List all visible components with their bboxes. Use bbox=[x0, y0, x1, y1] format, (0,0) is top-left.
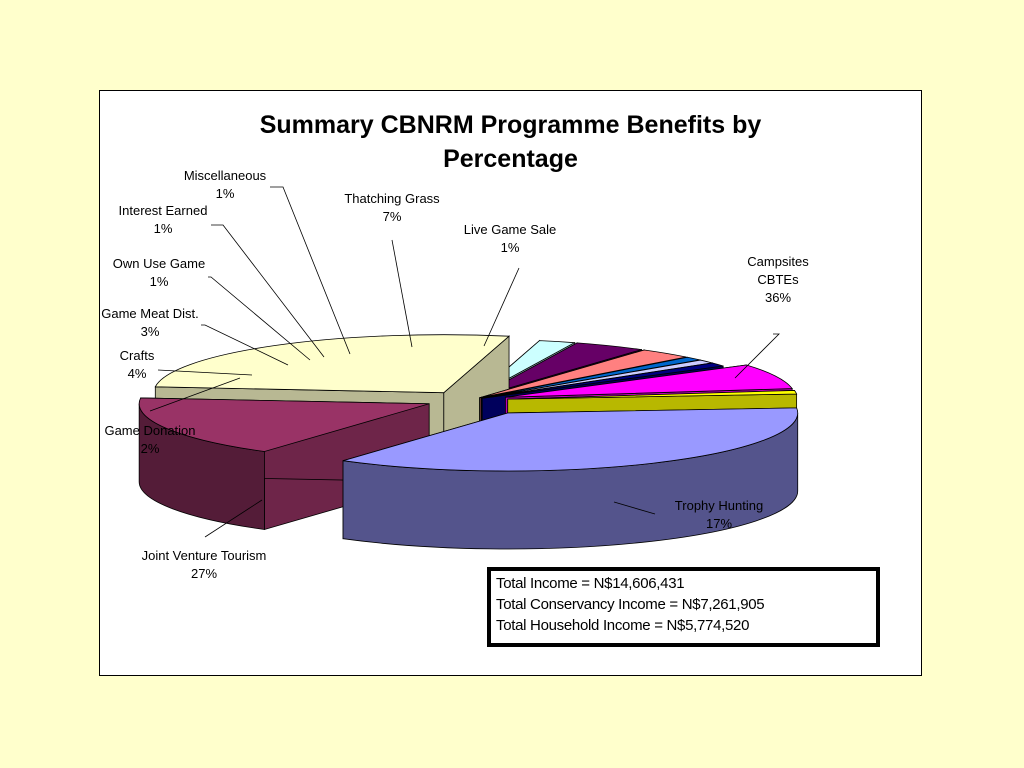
income-summary-box: Total Income = N$14,606,431 Total Conser… bbox=[487, 567, 880, 647]
slice-percent-label: 36% bbox=[765, 290, 791, 305]
slice-category-label: Joint Venture Tourism bbox=[142, 548, 267, 563]
slice-percent-label: 27% bbox=[191, 566, 217, 581]
slice-category-label: Interest Earned bbox=[119, 203, 208, 218]
pie-slice-top bbox=[476, 342, 642, 398]
chart-title-line-1: Summary CBNRM Programme Benefits by bbox=[259, 111, 762, 139]
slice-category-label: Game Donation bbox=[104, 423, 195, 438]
pie-slice-top bbox=[482, 362, 724, 399]
slice-percent-label: 1% bbox=[216, 186, 235, 201]
slice-percent-label: 1% bbox=[150, 274, 169, 289]
slice-percent-label: 7% bbox=[383, 209, 402, 224]
conservancy-income-text: Total Conservancy Income = N$7,261,905 bbox=[496, 596, 765, 613]
leader-line bbox=[204, 499, 263, 538]
slice-category-label: Trophy Hunting bbox=[675, 498, 763, 513]
leader-line bbox=[483, 267, 520, 347]
leader-line bbox=[211, 224, 325, 358]
slice-category-label: Own Use Game bbox=[113, 256, 205, 271]
pie-slice-top bbox=[138, 397, 430, 452]
household-income-text: Total Household Income = N$5,774,520 bbox=[496, 617, 750, 634]
leader-line bbox=[391, 239, 413, 348]
slice-percent-label: 1% bbox=[501, 240, 520, 255]
slice-category-label: Game Meat Dist. bbox=[101, 306, 199, 321]
pie-slice-0 bbox=[342, 407, 799, 550]
leader-line bbox=[208, 276, 311, 361]
slice-category-label: Miscellaneous bbox=[184, 168, 267, 183]
slice-percent-label: 3% bbox=[141, 324, 160, 339]
leader-line bbox=[270, 186, 351, 355]
leader-line bbox=[734, 333, 780, 379]
pie-slice-top bbox=[479, 349, 687, 399]
leader-line bbox=[613, 501, 656, 515]
slice-category-label: Live Game Sale bbox=[464, 222, 557, 237]
pie-slice-top bbox=[342, 407, 799, 472]
slice-percent-label: 1% bbox=[154, 221, 173, 236]
total-income-text: Total Income = N$14,606,431 bbox=[496, 575, 685, 592]
slice-category-label: Thatching Grass bbox=[344, 191, 440, 206]
pie-slice-top bbox=[154, 334, 511, 394]
slice-percent-label: 17% bbox=[706, 516, 732, 531]
leader-line bbox=[157, 369, 253, 376]
chart-title-line-2: Percentage bbox=[443, 145, 578, 173]
slice-category-label: Crafts bbox=[120, 348, 155, 363]
chart-title: Summary CBNRM Programme Benefits by Perc… bbox=[99, 108, 922, 176]
leader-line bbox=[201, 324, 289, 366]
pie-slice-top bbox=[507, 390, 798, 400]
slice-percent-label: 2% bbox=[141, 441, 160, 456]
leader-line bbox=[149, 377, 241, 412]
slice-percent-label: 4% bbox=[128, 366, 147, 381]
slice-category-label: CBTEs bbox=[757, 272, 799, 287]
slice-category-label: Campsites bbox=[747, 254, 809, 269]
